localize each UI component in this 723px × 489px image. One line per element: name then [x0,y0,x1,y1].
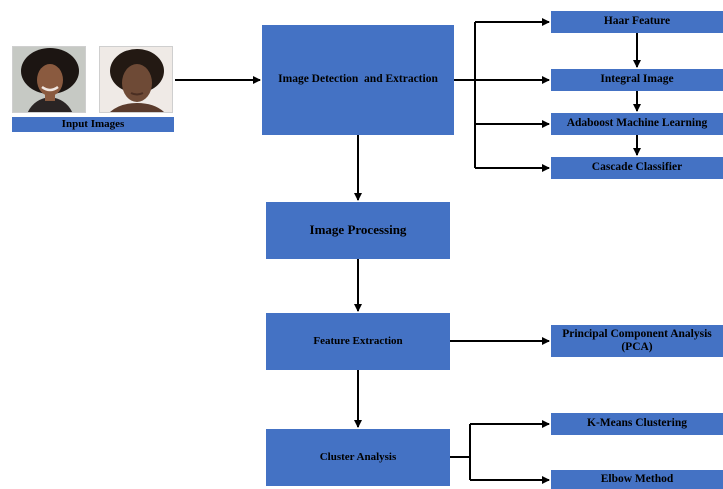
kmeans-clustering-box: K-Means Clustering [551,413,723,435]
image-processing-box: Image Processing [266,202,450,259]
input-face-photo-2 [99,46,173,113]
cascade-classifier-box: Cascade Classifier [551,157,723,179]
integral-image-box: Integral Image [551,69,723,91]
pca-box: Principal Component Analysis (PCA) [551,325,723,357]
input-face-photo-1 [12,46,86,113]
adaboost-machine-learning-box: Adaboost Machine Learning [551,113,723,135]
cluster-analysis-box: Cluster Analysis [266,429,450,486]
elbow-method-box: Elbow Method [551,470,723,489]
pca-line-2: (PCA) [621,341,653,353]
pca-line-1: Principal Component Analysis [562,327,712,340]
image-detection-extraction-box: Image Detection and Extraction [262,25,454,135]
feature-extraction-box: Feature Extraction [266,313,450,370]
haar-feature-box: Haar Feature [551,11,723,33]
input-images-label: Input Images [12,117,174,132]
